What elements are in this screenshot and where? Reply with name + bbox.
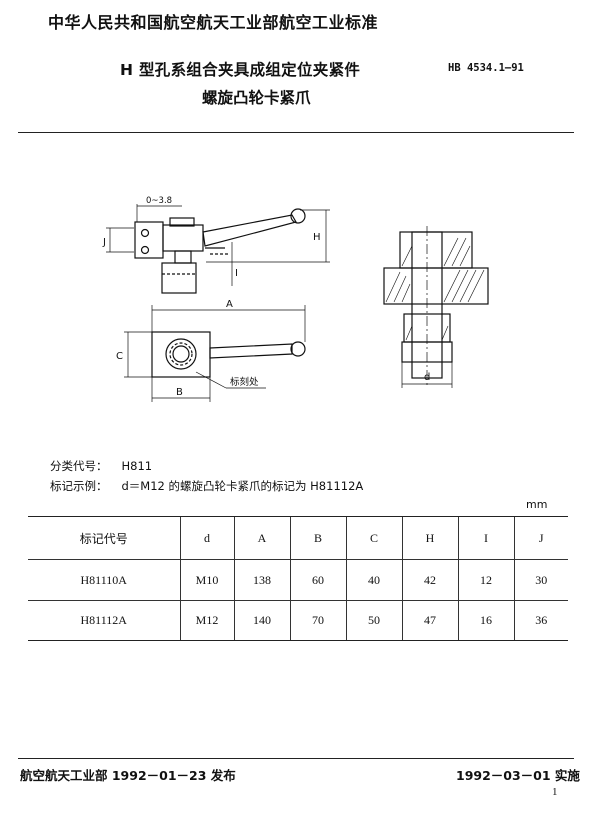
dim-J-label: J <box>102 237 106 248</box>
section-hatching <box>385 237 485 341</box>
header-cell: I <box>457 516 514 560</box>
effective-date: 1992－03－01 实施 <box>456 768 580 783</box>
issue-info: 航空航天工业部 1992－01－23 发布 <box>20 768 236 783</box>
footer-rule <box>18 758 574 759</box>
table-cell: 138 <box>233 559 290 601</box>
table-cell: 36 <box>513 600 568 641</box>
header-cell: A <box>233 516 290 560</box>
dim-C-label: C <box>116 351 123 362</box>
classification-line: 分类代号： H811 <box>50 458 152 474</box>
dim-I-label: I <box>235 268 238 279</box>
table-row: H81112A M12 140 70 50 47 16 36 <box>28 600 568 641</box>
dim-H-label: H <box>313 232 321 243</box>
header-cell: H <box>401 516 458 560</box>
standard-body-heading: 中华人民共和国航空航天工业部航空工业标准 <box>48 13 379 32</box>
technical-drawing: 0~3.8 J H I A C B 标刻处 d <box>102 196 489 402</box>
table-cell: 12 <box>457 559 514 601</box>
page-number: 1 <box>552 786 558 798</box>
table-cell: H81112A <box>28 600 180 641</box>
dim-B-label: B <box>176 387 183 398</box>
marking-label: 标刻处 <box>230 376 259 388</box>
document-title: H 型孔系组合夹具成组定位夹紧件 <box>120 61 361 79</box>
table-cell: 40 <box>345 559 402 601</box>
marking-example-line: 标记示例： d＝M12 的螺旋凸轮卡紧爪的标记为 H81112A <box>50 478 363 494</box>
header-cell: B <box>289 516 346 560</box>
section-view <box>383 226 489 386</box>
header-cell: J <box>513 516 568 560</box>
document-subtitle: 螺旋凸轮卡紧爪 <box>202 89 311 107</box>
marking-example-value: d＝M12 的螺旋凸轮卡紧爪的标记为 H81112A <box>121 479 364 493</box>
table-header-row: 标记代号 d A B C H I J <box>28 516 568 560</box>
dim-A-label: A <box>226 299 233 310</box>
table-cell: 60 <box>289 559 346 601</box>
dim-d-label: d <box>424 372 430 383</box>
table-cell: 16 <box>457 600 514 641</box>
table-cell: 47 <box>401 600 458 641</box>
table-row: H81110A M10 138 60 40 42 12 30 <box>28 559 568 601</box>
table-cell: 70 <box>289 600 346 641</box>
table-cell: M12 <box>179 600 234 641</box>
classification-value: H811 <box>121 459 153 473</box>
front-view <box>134 208 306 294</box>
table-cell: 50 <box>345 600 402 641</box>
table-cell: 42 <box>401 559 458 601</box>
table-cell: 30 <box>513 559 568 601</box>
top-view <box>151 331 306 378</box>
table-cell: 140 <box>233 600 290 641</box>
marking-example-label: 标记示例： <box>50 479 108 493</box>
unit-label: mm <box>526 498 548 511</box>
classification-label: 分类代号： <box>50 459 108 473</box>
dim-gap-label: 0~3.8 <box>146 196 172 206</box>
header-cell: d <box>179 516 234 560</box>
header-rule <box>18 132 574 133</box>
header-cell: 标记代号 <box>28 516 180 560</box>
table-cell: H81110A <box>28 559 180 601</box>
standard-number: HB 4534.1—91 <box>448 62 524 74</box>
header-cell: C <box>345 516 402 560</box>
spec-table: 标记代号 d A B C H I J H81110A M10 138 60 40… <box>28 516 568 641</box>
table-cell: M10 <box>179 559 234 601</box>
